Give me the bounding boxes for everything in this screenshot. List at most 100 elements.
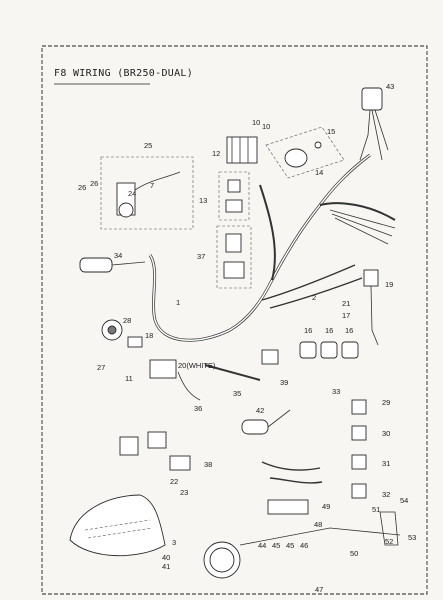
connector-20-white <box>149 359 177 379</box>
coil-cap <box>314 141 322 149</box>
callout-label: 52 <box>385 537 393 546</box>
relay-16a <box>299 341 317 359</box>
ignition-coil <box>284 148 308 168</box>
callout-label: 32 <box>382 490 390 499</box>
callout-label: 16 <box>325 326 333 335</box>
callout-label: 36 <box>194 404 202 413</box>
sheet-border <box>41 45 428 595</box>
callout-label: 43 <box>386 82 394 91</box>
callout-label: 37 <box>197 252 205 261</box>
handlebar-switch-lead <box>359 109 389 161</box>
headlight-cowl <box>69 494 166 557</box>
callout-label: 15 <box>327 127 335 136</box>
switch-29 <box>351 399 367 415</box>
callout-label: 27 <box>97 363 105 372</box>
callout-label: 38 <box>204 460 212 469</box>
callout-label: 22 <box>170 477 178 486</box>
callout-label: 47 <box>315 585 323 594</box>
harness-wires-bundle <box>329 209 396 245</box>
relay-box-13 <box>218 171 250 221</box>
relay-small <box>227 179 241 193</box>
callout-label: 24 <box>128 189 136 198</box>
callout-label: 54 <box>400 496 408 505</box>
callout-label: 53 <box>408 533 416 542</box>
switch-32 <box>351 483 367 499</box>
callout-label: 17 <box>342 311 350 320</box>
sensor-42-lead <box>267 409 291 428</box>
relay-socket <box>225 199 243 213</box>
callout-label: 21 <box>342 299 350 308</box>
fuse-holder <box>79 257 113 273</box>
callout-label: 12 <box>212 149 220 158</box>
callout-label: 16 <box>304 326 312 335</box>
callout-label: 23 <box>180 488 188 497</box>
bracket-51 <box>379 511 399 546</box>
callout-label: 39 <box>280 378 288 387</box>
regulator-rectifier <box>226 136 258 164</box>
callout-label: 44 <box>258 541 266 550</box>
callout-label: 40 <box>162 553 170 562</box>
ignition-key-barrel <box>118 202 134 218</box>
handlebar-switch <box>361 87 383 111</box>
callout-label: 41 <box>162 562 170 571</box>
ignition-lead <box>134 171 181 191</box>
callout-label: 11 <box>125 374 133 383</box>
callout-label: 49 <box>322 502 330 511</box>
relay-16c <box>341 341 359 359</box>
callout-label: 29 <box>382 398 390 407</box>
main-wiring-harness <box>148 153 371 342</box>
switch-30 <box>351 425 367 441</box>
callout-label: 30 <box>382 429 390 438</box>
callout-labels: 1 2 3 7 10 10 11 12 13 14 15 16 16 16 17… <box>78 82 416 594</box>
callout-label: 3 <box>172 538 176 547</box>
flasher-socket <box>223 261 245 279</box>
connector-38 <box>169 455 191 471</box>
callout-label: 14 <box>315 168 323 177</box>
callout-label: 45 <box>272 541 280 550</box>
callout-label: 31 <box>382 459 390 468</box>
callout-label: 19 <box>385 280 393 289</box>
cowl-grille <box>84 519 153 539</box>
bracket-49 <box>267 499 309 515</box>
callout-label: 46 <box>300 541 308 550</box>
callout-label: 20(WHITE) <box>178 361 216 370</box>
callout-label: 13 <box>199 196 207 205</box>
ignition-switch-group-box <box>100 156 194 230</box>
coil-group-box <box>265 126 345 179</box>
callout-label: 26 <box>78 183 86 192</box>
callout-label: 25 <box>144 141 152 150</box>
flasher-relay <box>225 233 242 253</box>
switch-31 <box>351 454 367 470</box>
connector-18 <box>127 336 143 348</box>
harness-branch <box>259 184 276 281</box>
speedometer-face <box>209 547 235 573</box>
callout-label: 16 <box>345 326 353 335</box>
sensor-42 <box>241 419 269 435</box>
cable-35 <box>204 364 261 381</box>
sub-harness <box>261 264 363 309</box>
callout-label: 26 <box>90 179 98 188</box>
callout-label: 33 <box>332 387 340 396</box>
spring-36 <box>177 371 201 401</box>
harness-branch-right <box>319 202 396 221</box>
switch-left-a <box>119 436 139 456</box>
relay-box-37 <box>216 225 252 289</box>
horn-center <box>107 325 117 335</box>
callout-label: 1 <box>176 298 180 307</box>
switch-left-b <box>147 431 167 449</box>
relay-39 <box>261 349 279 365</box>
callout-label: 48 <box>314 520 322 529</box>
main-wiring-harness-inner <box>149 154 371 341</box>
callout-label: 10 <box>252 118 260 127</box>
sensor-19-lead <box>370 285 379 346</box>
callout-label: 34 <box>114 251 122 260</box>
diagram-title: F8 WIRING (BR250-DUAL) <box>54 68 194 79</box>
callout-label: 50 <box>350 549 358 558</box>
callout-label: 51 <box>372 505 380 514</box>
callout-label: 2 <box>312 293 316 302</box>
callout-label: 7 <box>150 181 154 190</box>
callout-label: 10 <box>262 122 270 131</box>
callout-label: 42 <box>256 406 264 415</box>
